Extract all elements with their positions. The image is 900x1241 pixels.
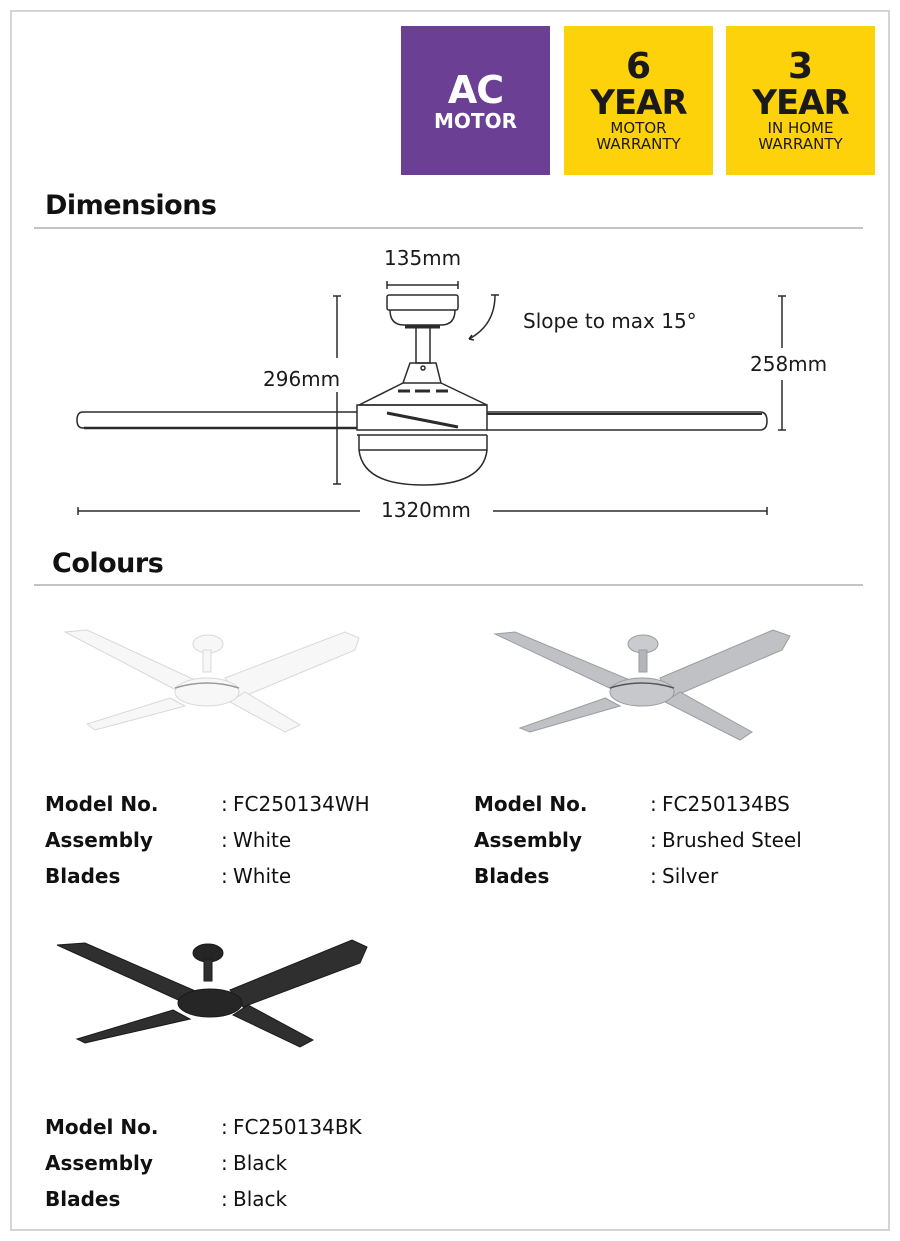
spec-separator: :: [650, 864, 657, 888]
motor-warranty-line2: WARRANTY: [596, 135, 681, 153]
spec-row-assembly: Assembly : Black: [45, 1145, 362, 1181]
home-warranty-line2: WARRANTY: [758, 135, 843, 153]
spec-value: White: [233, 828, 292, 852]
spec-value: Silver: [662, 864, 719, 888]
spec-label: Assembly: [474, 828, 582, 852]
spec-value: Brushed Steel: [662, 828, 802, 852]
motor-warranty-line1: MOTOR: [610, 119, 667, 137]
spec-brushed-steel: Model No. : FC250134BS Assembly : Brushe…: [474, 786, 802, 894]
home-warranty-year-label: YEAR: [752, 83, 849, 123]
spec-row-assembly: Assembly : Brushed Steel: [474, 822, 802, 858]
spec-value: FC250134BK: [233, 1115, 362, 1139]
slope-note: Slope to max 15°: [523, 309, 697, 333]
spec-label: Blades: [45, 864, 121, 888]
fan-line-drawing: [76, 281, 786, 515]
white-fan-image: [63, 629, 360, 733]
spec-separator: :: [221, 1187, 228, 1211]
spec-value: White: [233, 864, 292, 888]
home-warranty-line1: IN HOME: [767, 119, 834, 137]
dimension-diagram: 135mm Slope to max 15° 296mm 258mm 1320m…: [0, 230, 900, 540]
brushed-steel-fan-image: [493, 629, 791, 741]
overall-height-label: 296mm: [263, 367, 341, 391]
spec-row-blades: Blades : Silver: [474, 858, 802, 894]
spec-value: FC250134WH: [233, 792, 370, 816]
badge-ac-subtitle: MOTOR: [434, 108, 517, 133]
spec-separator: :: [221, 864, 228, 888]
colours-divider: [34, 584, 863, 586]
spec-row-model: Model No. : FC250134BK: [45, 1109, 362, 1145]
sweep-label: 1320mm: [381, 498, 471, 522]
spec-value: Black: [233, 1187, 288, 1211]
blade-height-label: 258mm: [750, 352, 828, 376]
home-warranty-badge: 3 YEAR IN HOME WARRANTY: [726, 26, 875, 175]
spec-label: Model No.: [45, 792, 159, 816]
spec-value: Black: [233, 1151, 288, 1175]
motor-warranty-badge: 6 YEAR MOTOR WARRANTY: [564, 26, 713, 175]
spec-separator: :: [221, 1115, 228, 1139]
spec-label: Model No.: [474, 792, 588, 816]
spec-row-model: Model No. : FC250134BS: [474, 786, 802, 822]
spec-separator: :: [650, 792, 657, 816]
colours-heading: Colours: [52, 548, 164, 579]
canopy-width-label: 135mm: [384, 246, 462, 270]
spec-row-blades: Blades : Black: [45, 1181, 362, 1217]
motor-warranty-year-label: YEAR: [590, 83, 687, 123]
spec-label: Blades: [474, 864, 550, 888]
spec-label: Blades: [45, 1187, 121, 1211]
ac-motor-badge: AC MOTOR: [401, 26, 550, 175]
spec-separator: :: [221, 792, 228, 816]
page-frame: [10, 10, 890, 1231]
motor-warranty-years: 6: [625, 46, 652, 87]
dimensions-heading: Dimensions: [45, 190, 217, 221]
black-fan-image: [56, 939, 368, 1048]
spec-white: Model No. : FC250134WH Assembly : White …: [45, 786, 370, 894]
spec-label: Assembly: [45, 1151, 153, 1175]
spec-row-assembly: Assembly : White: [45, 822, 370, 858]
spec-row-blades: Blades : White: [45, 858, 370, 894]
spec-black: Model No. : FC250134BK Assembly : Black …: [45, 1109, 362, 1217]
dimensions-divider: [34, 227, 863, 229]
badge-ac-title: AC: [447, 67, 504, 112]
spec-label: Model No.: [45, 1115, 159, 1139]
spec-value: FC250134BS: [662, 792, 790, 816]
spec-separator: :: [221, 1151, 228, 1175]
spec-label: Assembly: [45, 828, 153, 852]
spec-separator: :: [650, 828, 657, 852]
spec-separator: :: [221, 828, 228, 852]
home-warranty-years: 3: [787, 46, 814, 87]
spec-row-model: Model No. : FC250134WH: [45, 786, 370, 822]
